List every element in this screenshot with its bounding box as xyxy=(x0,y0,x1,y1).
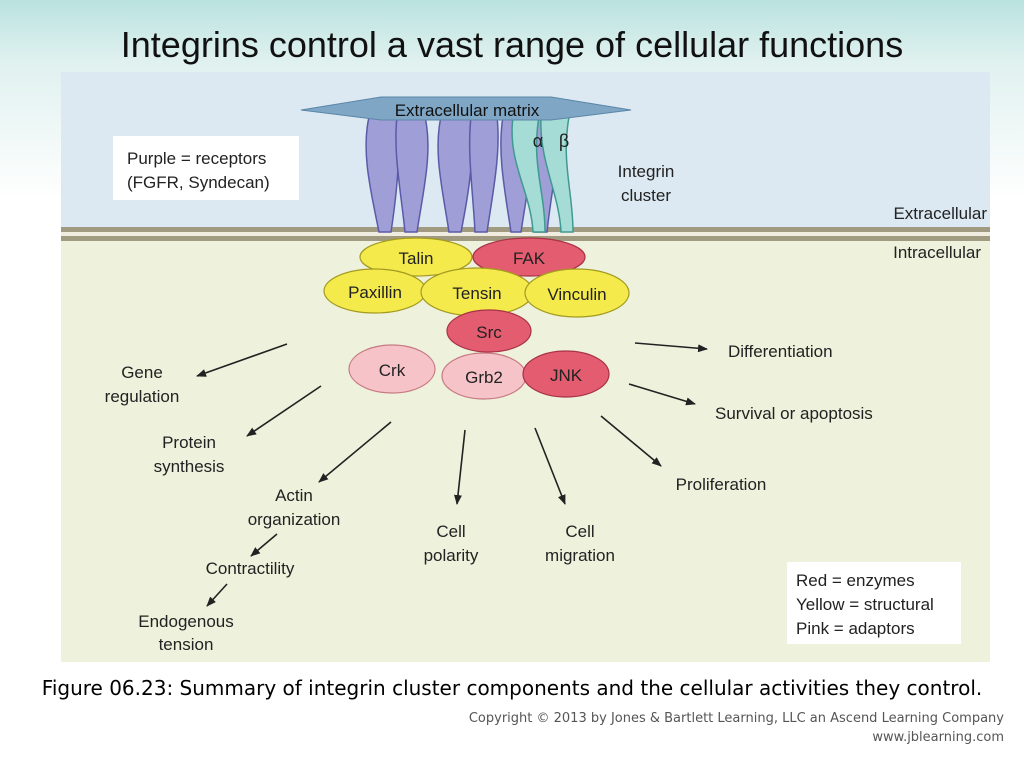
jnk: JNK xyxy=(522,350,610,398)
fak-label: FAK xyxy=(513,249,546,268)
legend-adaptors: Pink = adaptors xyxy=(796,619,915,638)
actin-organization-line-2: organization xyxy=(248,510,341,529)
integrin-alpha-subunit xyxy=(511,116,546,233)
integrin-alpha-label: α xyxy=(533,131,543,151)
protein-synthesis-line-2: synthesis xyxy=(154,457,225,476)
integrin-cluster-label-line-1: Integrin xyxy=(618,162,675,181)
arrow-survival xyxy=(628,383,696,406)
cell-migration-line-2: migration xyxy=(545,546,615,565)
cell-polarity-line-2: polarity xyxy=(424,546,479,565)
arrow-endogenous-tension xyxy=(206,583,228,607)
protein-synthesis-line-1: Protein xyxy=(162,433,216,452)
arrows xyxy=(196,342,708,607)
integrin-beta-label: β xyxy=(559,131,569,151)
receptor-shape-4 xyxy=(468,116,499,233)
intracellular-label: Intracellular xyxy=(893,243,981,262)
arrow-proliferation xyxy=(600,415,662,467)
receptor-legend-box xyxy=(113,136,299,200)
vinculin: Vinculin xyxy=(524,268,630,318)
arrow-differentiation xyxy=(634,342,708,353)
tensin: Tensin xyxy=(420,267,534,317)
integrin-cluster-label-line-2: cluster xyxy=(621,186,671,205)
copyright-url: www.jblearning.com xyxy=(872,730,1004,745)
endogenous-tension-line-2: tension xyxy=(159,635,214,654)
paxillin-label: Paxillin xyxy=(348,283,402,302)
extracellular-label: Extracellular xyxy=(893,204,987,223)
arrow-gene-regulation xyxy=(196,343,288,377)
src: Src xyxy=(446,309,532,353)
copyright-line: Copyright © 2013 by Jones & Bartlett Lea… xyxy=(468,711,1004,726)
endogenous-tension-line-1: Endogenous xyxy=(138,612,233,631)
differentiation-label: Differentiation xyxy=(728,342,833,361)
gene-regulation-line-2: regulation xyxy=(105,387,180,406)
figure-caption: Figure 06.23: Summary of integrin cluste… xyxy=(41,676,983,700)
cell-polarity-line-1: Cell xyxy=(436,522,465,541)
crk: Crk xyxy=(348,344,436,394)
actin-organization-line-1: Actin xyxy=(275,486,313,505)
integrin-beta-subunit xyxy=(540,116,574,233)
jnk-label: JNK xyxy=(550,366,583,385)
grb2-label: Grb2 xyxy=(465,368,503,387)
copyright-block: Copyright © 2013 by Jones & Bartlett Lea… xyxy=(469,709,1004,747)
arrow-cell-migration xyxy=(534,427,566,505)
slide-title: Integrins control a vast range of cellul… xyxy=(120,24,904,65)
integrin-receptor xyxy=(511,116,574,233)
vinculin-label: Vinculin xyxy=(547,285,606,304)
gene-regulation-line-1: Gene xyxy=(121,363,163,382)
type-legend-box xyxy=(787,562,961,644)
fak: FAK xyxy=(472,237,586,277)
cell-migration-line-1: Cell xyxy=(565,522,594,541)
paxillin: Paxillin xyxy=(323,268,427,314)
legend-structural: Yellow = structural xyxy=(796,595,934,614)
receptor-legend-line-1: Purple = receptors xyxy=(127,149,266,168)
arrow-protein-synthesis xyxy=(246,385,322,437)
integrin-diagram: α β Extracellular matrix Purple = recept… xyxy=(61,72,990,662)
arrow-actin-organization xyxy=(318,421,392,483)
crk-label: Crk xyxy=(379,361,406,380)
extracellular-matrix-shape xyxy=(300,96,632,121)
arrow-contractility xyxy=(250,533,278,557)
legend-enzymes: Red = enzymes xyxy=(796,571,915,590)
survival-apoptosis-label: Survival or apoptosis xyxy=(715,404,873,423)
contractility-label: Contractility xyxy=(206,559,295,578)
arrow-cell-polarity xyxy=(453,429,466,505)
proliferation-label: Proliferation xyxy=(676,475,767,494)
talin-label: Talin xyxy=(399,249,434,268)
src-label: Src xyxy=(476,323,502,342)
tensin-label: Tensin xyxy=(452,284,501,303)
extracellular-matrix-label: Extracellular matrix xyxy=(395,101,540,120)
talin: Talin xyxy=(359,237,473,277)
receptor-shape-2 xyxy=(395,116,429,233)
receptor-legend-line-2: (FGFR, Syndecan) xyxy=(127,173,270,192)
grb2: Grb2 xyxy=(441,352,527,400)
